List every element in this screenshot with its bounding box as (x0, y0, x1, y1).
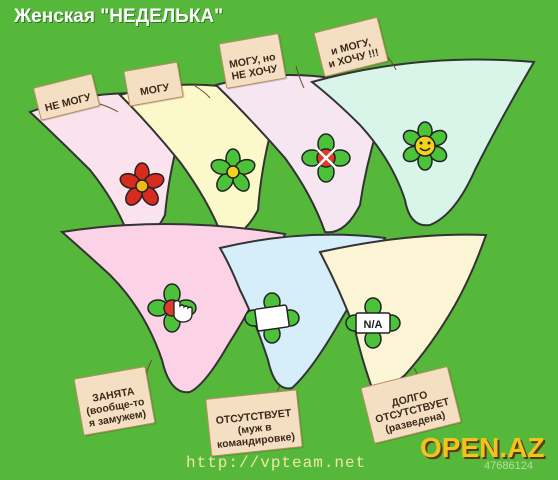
tag-can-dont-want-label: МОГУ, но НЕ ХОЧУ (228, 51, 279, 83)
page-title: Женская "НЕДЕЛЬКА" (14, 6, 224, 27)
smiley-flower-icon (402, 121, 448, 171)
tag-can-label: МОГУ (139, 81, 171, 99)
flower-with-hand-icon (147, 283, 197, 333)
tag-absent-label: ОТСУТСТВУЕТ (муж в командировке) (215, 407, 296, 451)
na-sign-label: N/A (364, 319, 383, 331)
flower-with-blank-sign-icon (244, 292, 300, 344)
tag-busy-label: ЗАНЯТА (вообще-то я замужем) (85, 385, 148, 430)
flower-with-na-sign-icon: N/A (345, 297, 401, 349)
source-url: http://vpteam.net (186, 454, 367, 472)
crossed-flower-icon (301, 133, 351, 183)
red-flower-icon (119, 162, 165, 206)
brand-watermark: OPEN.AZ (420, 432, 545, 463)
green-flower-icon (210, 148, 256, 192)
tag-absent: ОТСУТСТВУЕТ (муж в командировке) (205, 389, 303, 457)
photo-id: 47686124 (484, 460, 533, 472)
